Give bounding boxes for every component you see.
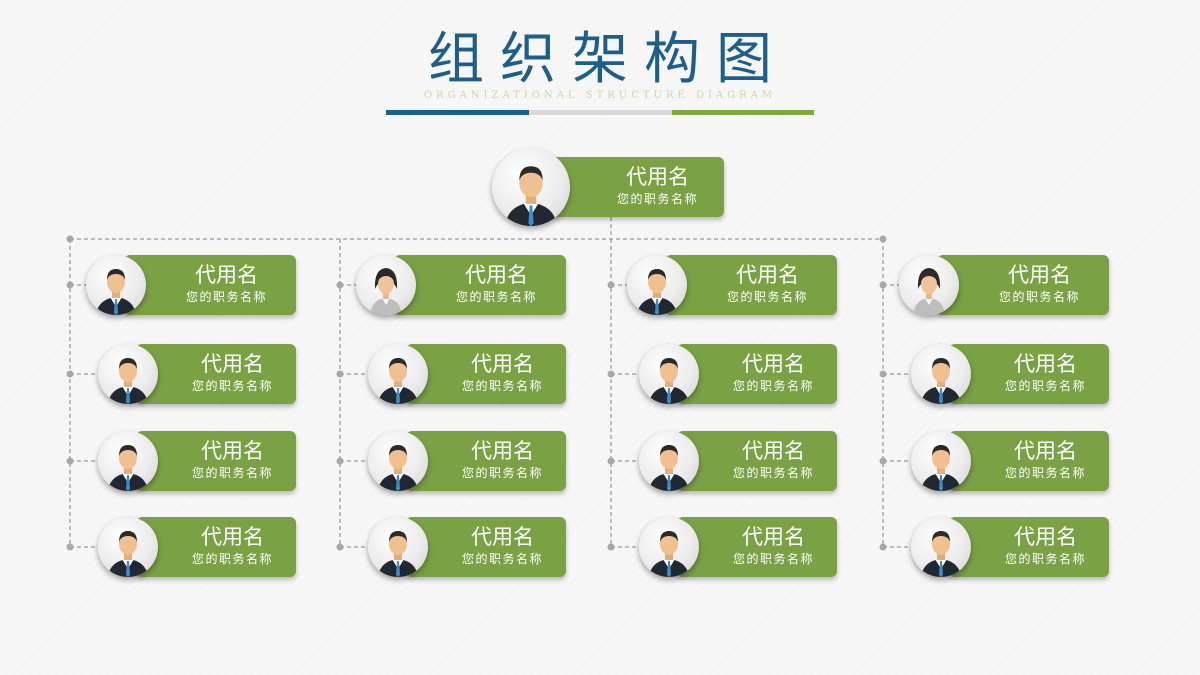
member-name: 代用名 — [201, 525, 264, 549]
member-name: 代用名 — [742, 352, 805, 376]
member-name: 代用名 — [742, 525, 805, 549]
member-name: 代用名 — [465, 263, 528, 287]
col3-row3-member-card: 代用名您的职务名称 — [677, 431, 837, 491]
member-role: 您的职务名称 — [455, 290, 537, 304]
col2-row2-member-card: 代用名您的职务名称 — [406, 344, 566, 404]
member-name: 代用名 — [1014, 352, 1077, 376]
female-avatar-icon — [356, 255, 416, 315]
member-role: 您的职务名称 — [1004, 552, 1086, 566]
column-3-branch-dot — [607, 281, 615, 289]
col4-row2-member-card: 代用名您的职务名称 — [949, 344, 1109, 404]
member-name: 代用名 — [201, 352, 264, 376]
member-role: 您的职务名称 — [461, 379, 543, 393]
member-role: 您的职务名称 — [732, 552, 814, 566]
column-2-branch-dot — [336, 543, 344, 551]
member-role: 您的职务名称 — [191, 379, 273, 393]
page-subtitle: ORGANIZATIONAL STRUCTURE DIAGRAM — [423, 90, 777, 101]
male-avatar-icon — [492, 148, 570, 226]
male-avatar-icon — [368, 344, 428, 404]
member-role: 您的职务名称 — [732, 466, 814, 480]
col2-row4-member-card: 代用名您的职务名称 — [406, 517, 566, 577]
member-name: 代用名 — [736, 263, 799, 287]
column-3-branch-dot — [607, 370, 615, 378]
member-role: 您的职务名称 — [1004, 466, 1086, 480]
member-role: 您的职务名称 — [732, 379, 814, 393]
female-avatar-icon — [899, 255, 959, 315]
column-3-branch-dot — [607, 543, 615, 551]
title-rule-green — [672, 110, 814, 115]
column-4-branch-dot — [879, 457, 887, 465]
male-avatar-icon — [98, 517, 158, 577]
male-avatar-icon — [911, 344, 971, 404]
top-member-card: 代用名您的职务名称 — [548, 157, 724, 217]
column-1-branch-dot — [66, 457, 74, 465]
male-avatar-icon — [368, 517, 428, 577]
col1-row2-member-card: 代用名您的职务名称 — [136, 344, 296, 404]
column-4-branch-dot — [879, 281, 887, 289]
member-name: 代用名 — [471, 525, 534, 549]
member-name: 代用名 — [742, 439, 805, 463]
member-role: 您的职务名称 — [191, 552, 273, 566]
member-role: 您的职务名称 — [616, 192, 698, 206]
column-3-branch-dot — [607, 457, 615, 465]
col4-row1-member-card: 代用名您的职务名称 — [937, 255, 1109, 315]
member-name: 代用名 — [1014, 525, 1077, 549]
col3-row1-member-card: 代用名您的职务名称 — [665, 255, 837, 315]
col2-row1-member-card: 代用名您的职务名称 — [394, 255, 566, 315]
member-name: 代用名 — [471, 352, 534, 376]
col1-row1-member-card: 代用名您的职务名称 — [124, 255, 296, 315]
male-avatar-icon — [639, 431, 699, 491]
col1-row3-member-card: 代用名您的职务名称 — [136, 431, 296, 491]
col2-row3-member-card: 代用名您的职务名称 — [406, 431, 566, 491]
member-name: 代用名 — [201, 439, 264, 463]
member-role: 您的职务名称 — [461, 466, 543, 480]
member-name: 代用名 — [1014, 439, 1077, 463]
column-4-branch-dot — [879, 370, 887, 378]
page-title: 组织架构图 — [428, 27, 788, 92]
column-2-branch-dot — [336, 281, 344, 289]
member-role: 您的职务名称 — [191, 466, 273, 480]
col1-row4-member-card: 代用名您的职务名称 — [136, 517, 296, 577]
male-avatar-icon — [639, 344, 699, 404]
male-avatar-icon — [86, 255, 146, 315]
member-name: 代用名 — [1008, 263, 1071, 287]
male-avatar-icon — [627, 255, 687, 315]
member-role: 您的职务名称 — [461, 552, 543, 566]
male-avatar-icon — [911, 431, 971, 491]
member-name: 代用名 — [471, 439, 534, 463]
male-avatar-icon — [98, 431, 158, 491]
member-role: 您的职务名称 — [998, 290, 1080, 304]
col3-row2-member-card: 代用名您的职务名称 — [677, 344, 837, 404]
male-avatar-icon — [98, 344, 158, 404]
member-name: 代用名 — [626, 165, 689, 189]
male-avatar-icon — [911, 517, 971, 577]
male-avatar-icon — [368, 431, 428, 491]
col4-row4-member-card: 代用名您的职务名称 — [949, 517, 1109, 577]
col3-row4-member-card: 代用名您的职务名称 — [677, 517, 837, 577]
column-2-branch-dot — [336, 370, 344, 378]
column-1-branch-dot — [66, 370, 74, 378]
male-avatar-icon — [639, 517, 699, 577]
member-name: 代用名 — [195, 263, 258, 287]
column-1-branch-dot — [66, 281, 74, 289]
member-role: 您的职务名称 — [185, 290, 267, 304]
column-1-branch-dot — [66, 543, 74, 551]
member-role: 您的职务名称 — [726, 290, 808, 304]
member-role: 您的职务名称 — [1004, 379, 1086, 393]
column-2-branch-dot — [336, 457, 344, 465]
col4-row3-member-card: 代用名您的职务名称 — [949, 431, 1109, 491]
title-rule-blue — [386, 110, 529, 115]
column-4-branch-dot — [879, 543, 887, 551]
title-rule-gray — [529, 110, 672, 115]
